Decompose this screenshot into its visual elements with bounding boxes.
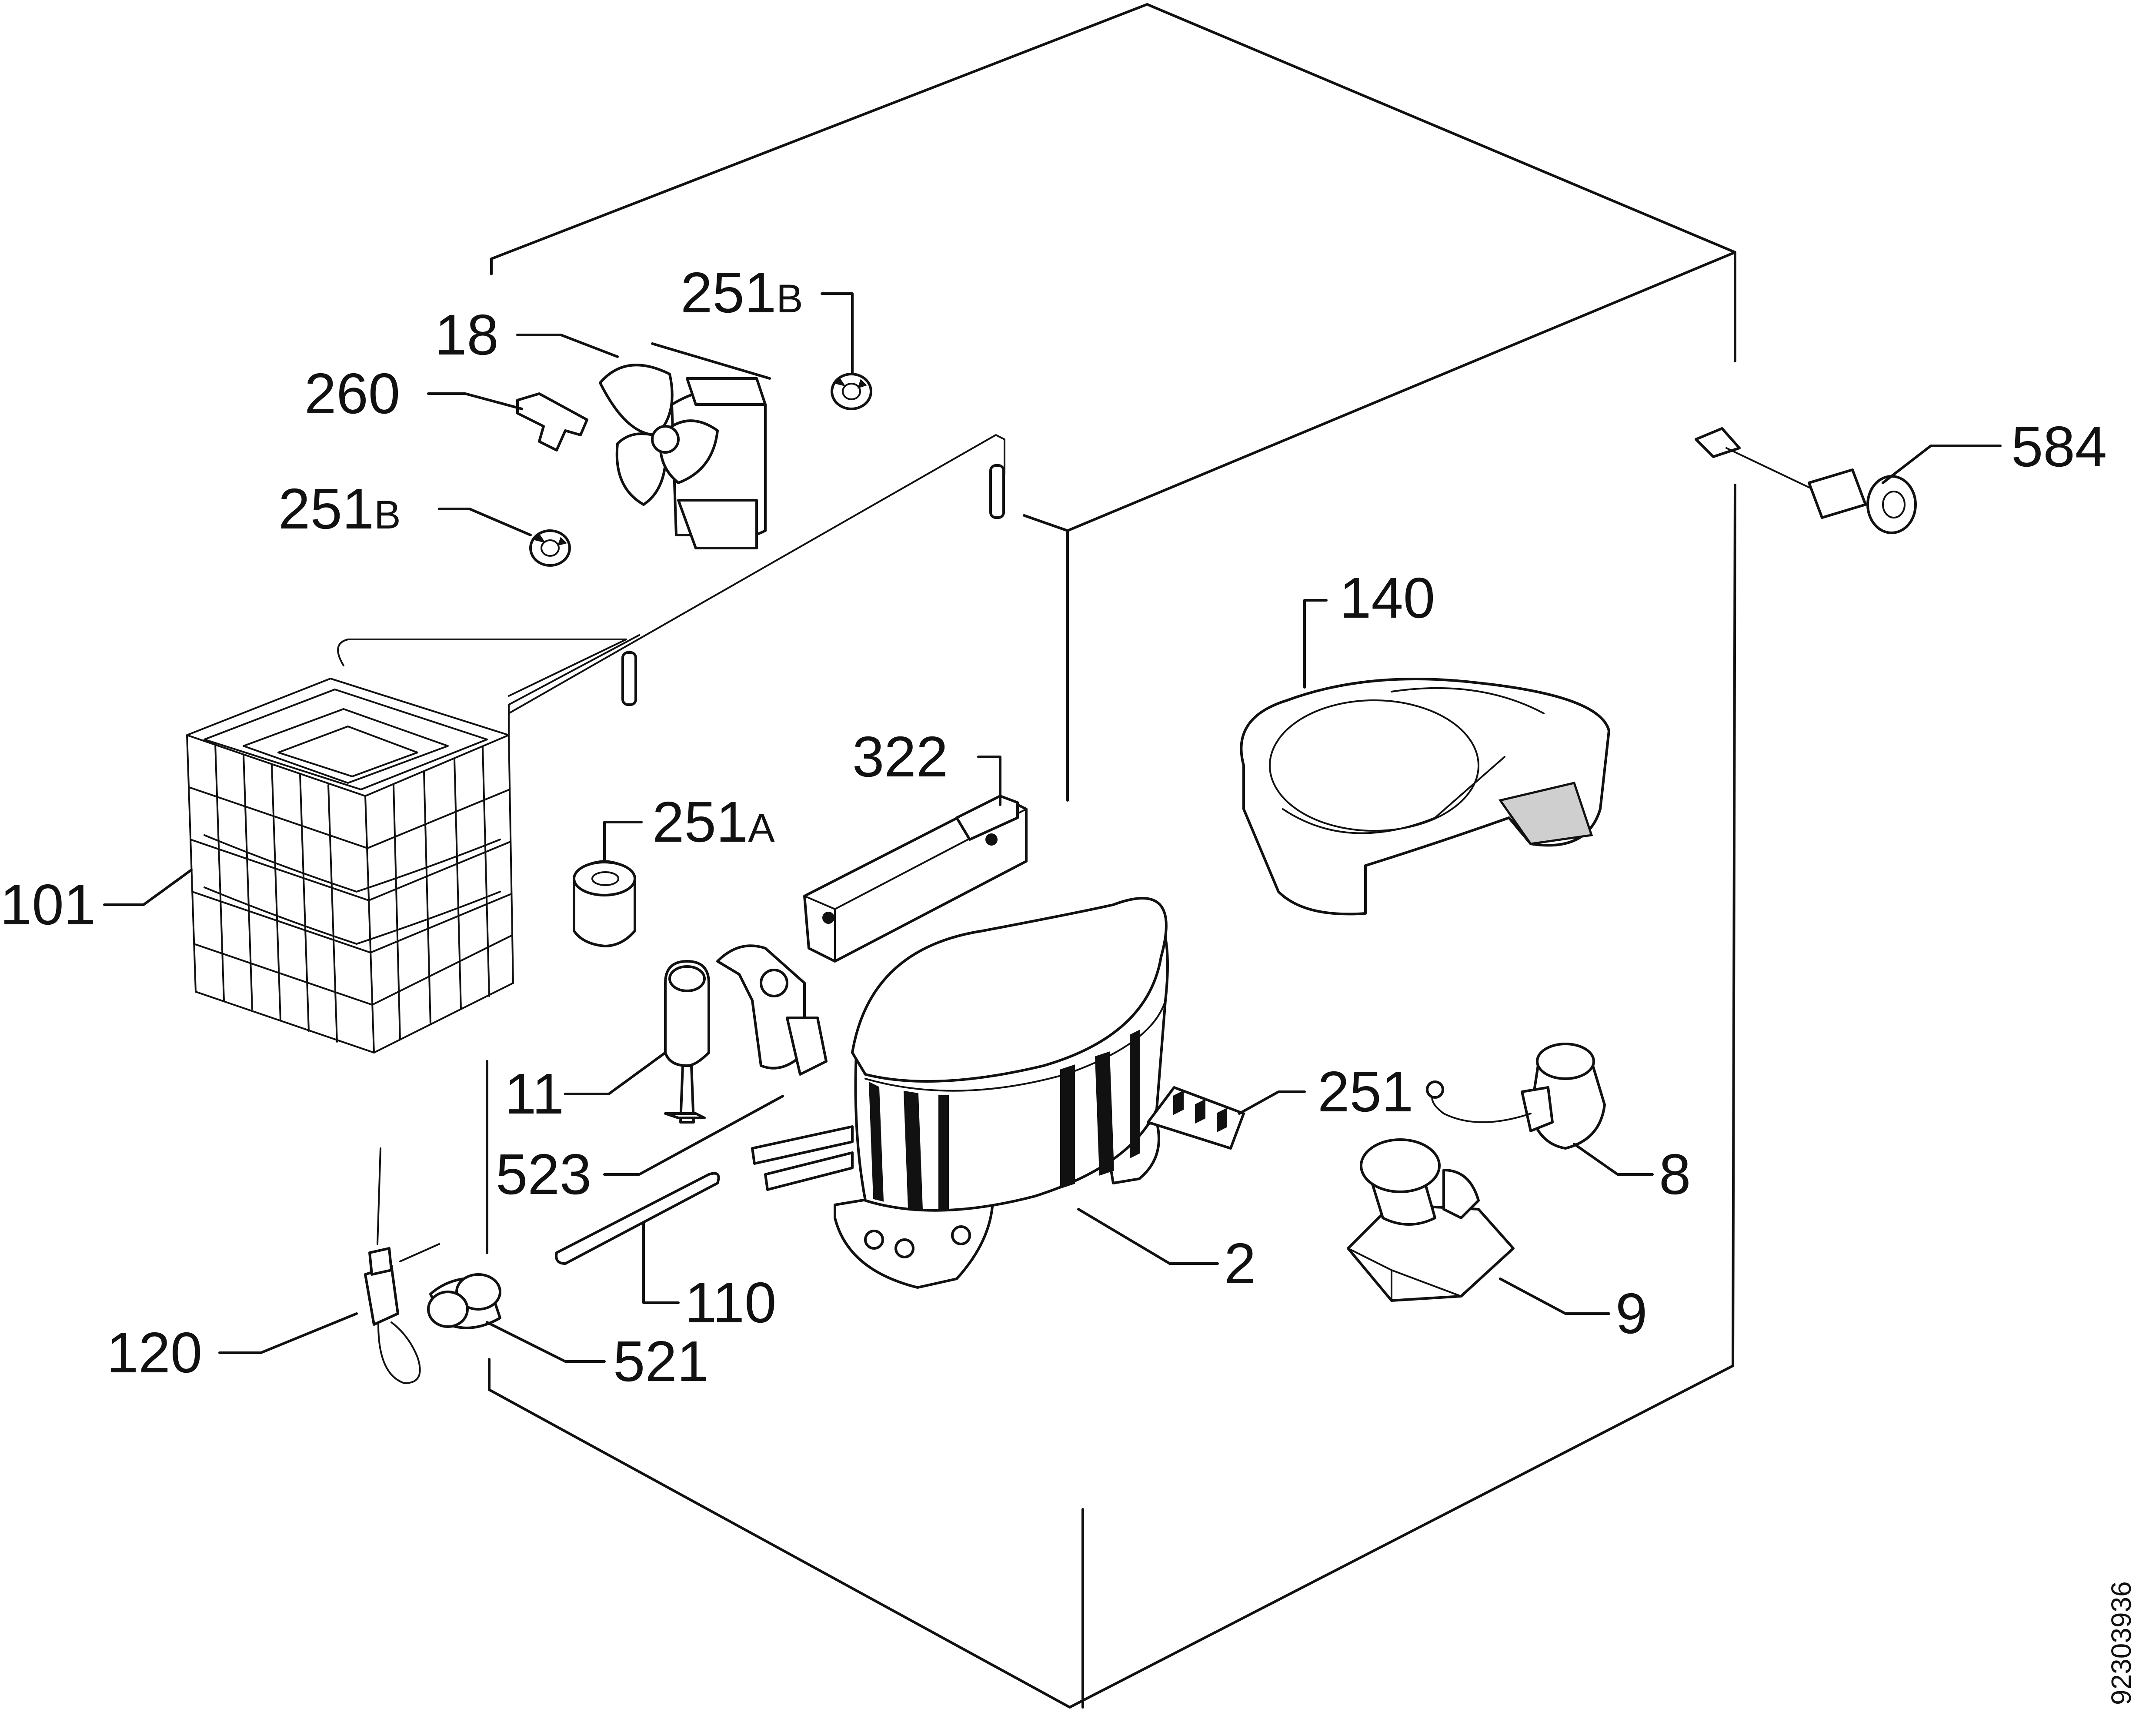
leader-110 (642, 1221, 680, 1304)
label-11: 11 (504, 1062, 564, 1126)
label-322: 322 (852, 725, 948, 789)
callout-labels: 584 140 251B 18 260 251B 322 251A 101 11… (0, 261, 2107, 1393)
rubber-mount-251a (573, 860, 636, 947)
label-584: 584 (2011, 415, 2107, 478)
overload-protector-8 (1426, 1043, 1606, 1150)
leader-523 (603, 1095, 784, 1176)
label-251b-left: 251B (278, 477, 401, 541)
grommet-251b-top (831, 373, 872, 410)
leader-2 (1077, 1208, 1219, 1265)
grommet-521 (427, 1273, 501, 1329)
tube-110 (555, 1172, 720, 1265)
label-9: 9 (1615, 1281, 1647, 1345)
leader-11 (564, 1051, 667, 1095)
rail-322 (803, 795, 1028, 963)
leader-251b-top (821, 292, 854, 375)
label-18: 18 (435, 303, 499, 367)
leader-251b-left (438, 508, 532, 536)
label-101: 101 (0, 873, 96, 936)
label-260: 260 (304, 361, 400, 425)
fan-motor (599, 364, 767, 549)
label-251b-top: 251B (681, 261, 803, 324)
label-251a: 251A (652, 790, 775, 854)
compressor (751, 897, 1169, 1289)
leader-18-top (651, 342, 771, 380)
leader-521 (486, 1321, 606, 1363)
leader-322 (977, 756, 1001, 806)
grommet-251b-left (529, 529, 571, 567)
bracket-260 (516, 392, 588, 451)
drip-tray-140 (1240, 678, 1610, 916)
leader-251 (1238, 1090, 1306, 1115)
leader-260 (427, 392, 523, 410)
leader-9 (1499, 1278, 1610, 1315)
leader-120 (218, 1312, 358, 1354)
leader-140 (1303, 599, 1328, 689)
leader-101 (103, 869, 193, 906)
evaporator-coil (186, 434, 1005, 1053)
connector-251 (1147, 1086, 1245, 1150)
leader-18 (516, 334, 619, 358)
cover-9 (1347, 1138, 1515, 1302)
document-number: 92303936 (2106, 1581, 2137, 1705)
label-8: 8 (1659, 1142, 1691, 1206)
label-521: 521 (613, 1329, 709, 1393)
label-2: 2 (1224, 1231, 1256, 1295)
leader-251a (603, 821, 643, 863)
label-523: 523 (496, 1142, 591, 1206)
label-140: 140 (1339, 566, 1435, 630)
cabinet-outline (486, 3, 1736, 1709)
label-110: 110 (685, 1271, 776, 1334)
leader-584 (1882, 445, 2002, 484)
label-120: 120 (107, 1321, 202, 1385)
leader-lines (103, 292, 2002, 1363)
starter-relay (664, 944, 828, 1124)
label-251: 251 (1318, 1060, 1413, 1124)
thermostat-120 (364, 1147, 440, 1384)
leader-8 (1573, 1143, 1654, 1176)
part-584 (1695, 427, 1917, 534)
